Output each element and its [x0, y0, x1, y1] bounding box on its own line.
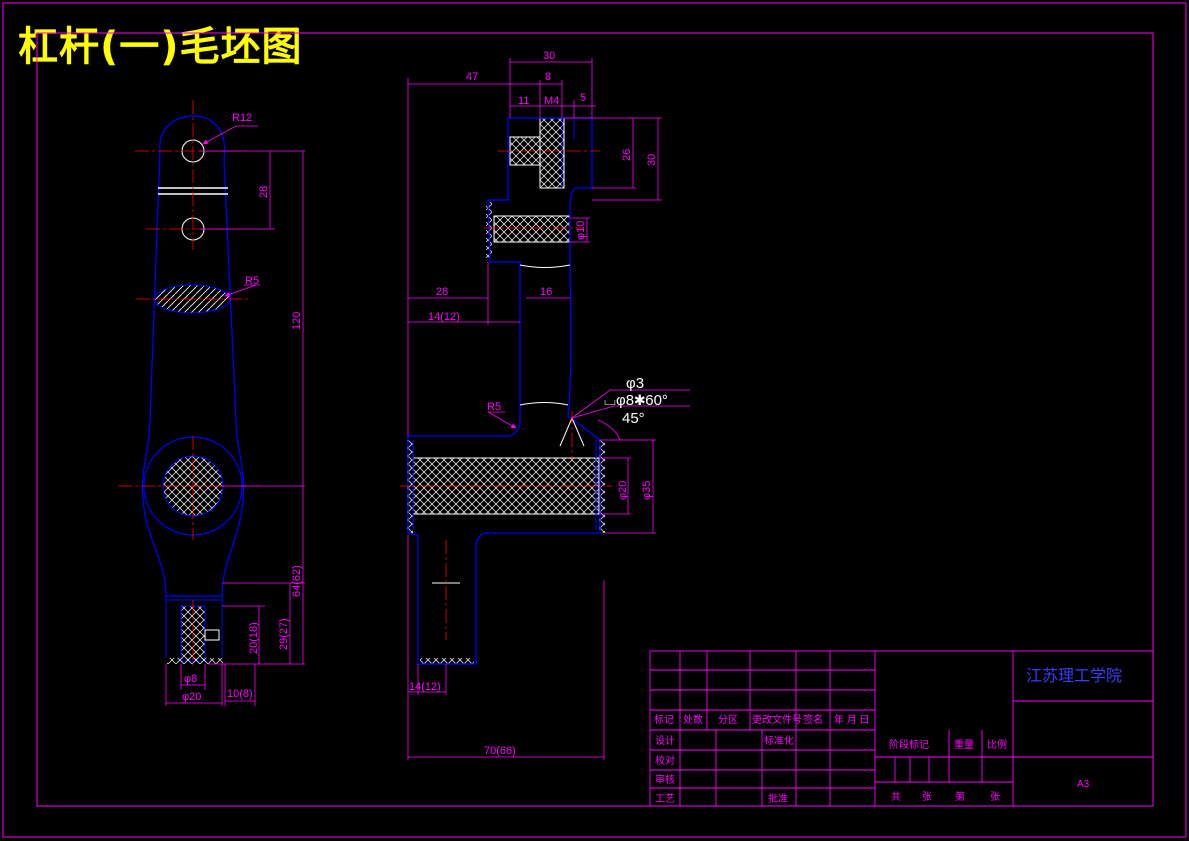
dim-m4: M4: [544, 95, 559, 107]
tb-header-sign: 签名: [803, 713, 823, 726]
tb-header-docno: 更改文件号: [752, 713, 802, 726]
dim-28-mid: 28: [436, 286, 448, 298]
tb-stage: 阶段标记: [889, 738, 929, 751]
dim-counterbore: ⌴φ8✱60°: [604, 392, 668, 409]
dim-47: 47: [466, 71, 478, 83]
tb-sheets2: 张: [990, 791, 1000, 803]
dim-phi10: φ10: [575, 221, 587, 240]
middle-view: 47 30 8 11 M4 5 26 30 φ10 28 16 14(12) R…: [400, 50, 690, 760]
dim-16: 16: [540, 286, 552, 298]
dim-phi8-left: φ8: [184, 673, 197, 685]
tb-header-mark: 标记: [654, 714, 674, 726]
dim-10-8: 10(8): [227, 688, 253, 700]
dim-20-18: 20(18): [248, 622, 260, 654]
tb-header-count: 处数: [683, 713, 703, 726]
dim-29-27: 29(27): [278, 618, 290, 650]
title-block-text: 标记 处数 分区 更改文件号 签名 年 月 日 设计 校对 审核 工艺 标准化 …: [654, 667, 1122, 805]
dim-64-62: 64(62): [291, 565, 303, 597]
tb-role-check: 校对: [655, 754, 675, 767]
dim-70-66: 70(66): [484, 745, 516, 757]
tb-header-date: 年 月 日: [834, 713, 870, 726]
dim-30-top: 30: [543, 50, 555, 62]
dim-r5-mid: R5: [487, 401, 501, 413]
tb-weight: 重量: [954, 738, 974, 751]
dim-r12: R12: [232, 112, 252, 124]
tb-total: 共: [891, 791, 901, 803]
dim-phi20-mid: φ20: [617, 481, 629, 500]
dim-30-right: 30: [646, 154, 658, 166]
dim-phi3: φ3: [626, 375, 644, 392]
dim-14-12-mid: 14(12): [428, 311, 460, 323]
tb-role-review: 审核: [655, 773, 675, 786]
tb-sheets1: 张: [922, 791, 932, 803]
inner-frame: [36, 32, 1154, 807]
dim-r5-left: R5: [245, 275, 259, 287]
dim-8: 8: [545, 71, 551, 83]
title-block: [649, 650, 1154, 807]
drawing-title: 杠杆(一)毛坯图: [18, 24, 303, 70]
dim-28-left: 28: [258, 186, 270, 198]
dim-11: 11: [518, 95, 529, 107]
left-body-outline: [141, 115, 245, 597]
tb-role-process: 工艺: [655, 793, 675, 805]
tb-scale: 比例: [987, 738, 1007, 751]
tb-header-zone: 分区: [718, 714, 738, 726]
dim-5: 5: [580, 92, 586, 104]
dim-120: 120: [291, 312, 303, 330]
top-flange-hatch: [539, 117, 565, 189]
left-view: R12 28 R5 120 64(62) 29(27) 20(18) φ8 φ2…: [118, 100, 305, 706]
dim-45deg: 45°: [622, 410, 645, 427]
tb-num: 第: [955, 790, 965, 803]
tb-sheet-size: A3: [1077, 779, 1090, 790]
middle-body-outline: [407, 117, 601, 665]
dim-phi35: φ35: [641, 481, 653, 500]
tb-standard: 标准化: [764, 734, 794, 747]
tb-school: 江苏理工学院: [1026, 667, 1122, 685]
tb-approve: 批准: [768, 792, 788, 805]
dim-26: 26: [621, 149, 633, 161]
dim-phi20-left: φ20: [182, 691, 201, 703]
dim-14-12-bot: 14(12): [409, 681, 441, 693]
tb-role-design: 设计: [655, 734, 675, 747]
